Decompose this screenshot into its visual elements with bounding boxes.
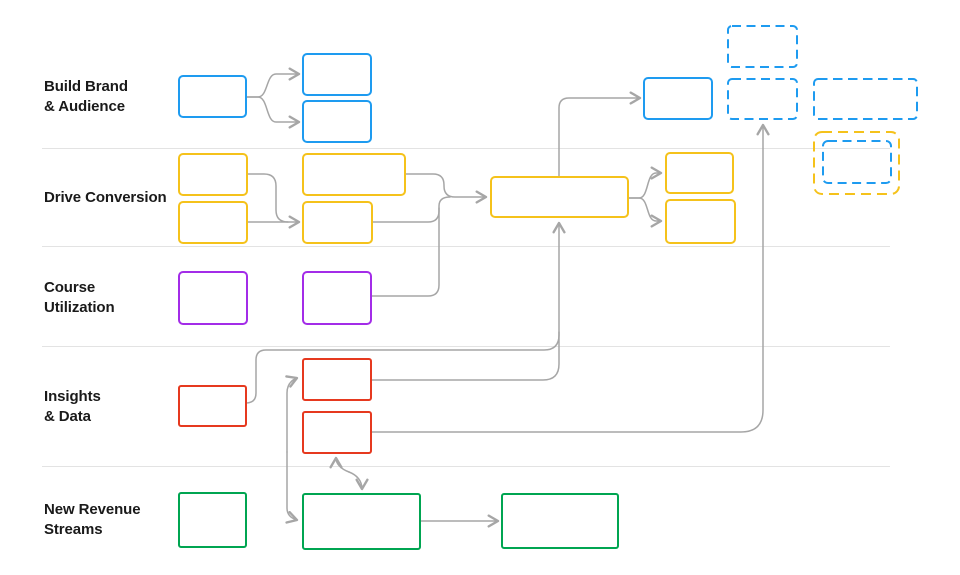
box-dc-7 — [665, 199, 736, 244]
edge-id2-nr2-up — [285, 375, 299, 453]
box-bb-2 — [302, 53, 372, 96]
box-id-3 — [302, 411, 372, 454]
box-dc-5-hub — [490, 176, 629, 218]
lane-label-line: Utilization — [44, 299, 115, 316]
box-dc-1 — [178, 153, 248, 196]
box-cu-2 — [302, 271, 372, 325]
box-dc-d4-inner — [822, 140, 892, 184]
edge-id2-merge — [370, 331, 560, 381]
lane-label-line: Insights — [44, 388, 101, 405]
lane-label-line: Drive Conversion — [44, 189, 167, 206]
edge-cu2-merge — [370, 207, 440, 297]
box-bb-4 — [643, 77, 713, 120]
edge-bb1-bb3 — [245, 96, 301, 129]
edge-dc1-merge — [246, 173, 289, 223]
edge-dc5-dc7 — [627, 197, 663, 228]
edge-dc5-bb4 — [558, 91, 642, 178]
lane-label-drive-conversion: Drive Conversion — [44, 188, 167, 208]
edge-id2-nr2-down — [285, 451, 299, 524]
lane-label-line: & Audience — [44, 98, 125, 115]
box-dc-3 — [302, 153, 406, 196]
edge-dc3-dc5 — [405, 173, 488, 204]
box-dc-2 — [178, 201, 248, 244]
box-nr-3 — [501, 493, 619, 549]
box-id-1 — [178, 385, 247, 427]
lane-label-line: Streams — [44, 521, 103, 538]
lane-label-build-brand-audience: Build Brand & Audience — [44, 77, 128, 117]
lane-label-line: & Data — [44, 408, 91, 425]
box-id-2 — [302, 358, 372, 401]
edge-id1-dc5 — [245, 221, 566, 404]
lane-label-line: New Revenue — [44, 501, 141, 518]
box-dc-6 — [665, 152, 734, 194]
lane-label-course-utilization: Course Utilization — [44, 278, 115, 318]
edge-id3-nr2-up — [329, 456, 350, 473]
box-bb-d3 — [813, 78, 918, 120]
box-dc-d4-outer — [813, 131, 900, 195]
edge-id3-nr2-down — [348, 471, 369, 491]
connector-layer — [245, 67, 770, 528]
lane-label-insights-data: Insights & Data — [44, 387, 101, 427]
box-nr-1 — [178, 492, 247, 548]
lane-dividers — [42, 148, 890, 467]
lane-label-line: Course — [44, 279, 96, 296]
edge-bb1-bb2 — [245, 67, 301, 98]
lane-label-line: Build Brand — [44, 78, 128, 95]
lane-label-new-revenue-streams: New Revenue Streams — [44, 500, 141, 540]
box-cu-1 — [178, 271, 248, 325]
box-dc-4 — [302, 201, 373, 244]
box-bb-d2 — [727, 78, 798, 120]
edge-id3-bbd2 — [370, 123, 770, 433]
box-bb-1 — [178, 75, 247, 118]
box-layer — [178, 25, 918, 550]
box-bb-3 — [302, 100, 372, 143]
edge-dc5-dc6 — [627, 166, 663, 199]
box-bb-d1 — [727, 25, 798, 68]
box-nr-2 — [302, 493, 421, 550]
